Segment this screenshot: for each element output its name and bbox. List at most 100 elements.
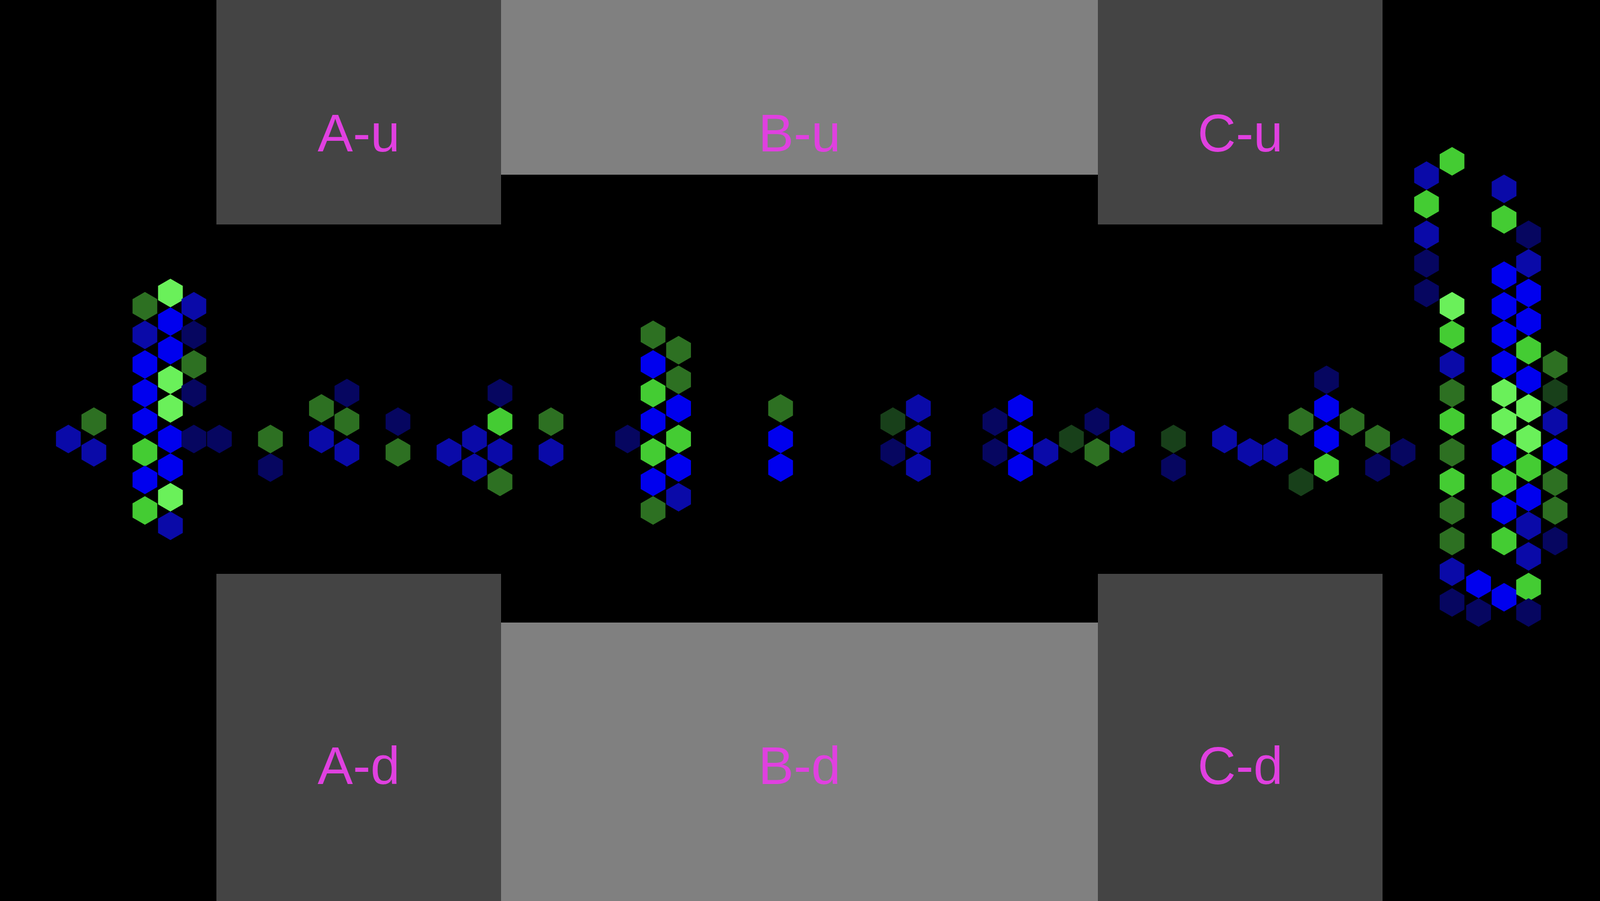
hexagon-cell (538, 407, 564, 436)
hexagon-cell (132, 378, 158, 408)
hexagon-cell (1414, 161, 1440, 190)
hexagon-cell (1288, 407, 1314, 436)
hexagon-cell (1516, 249, 1542, 278)
hexagon-cell (1466, 569, 1492, 598)
hexagon-cell (1542, 495, 1568, 525)
hexagon-cell (132, 465, 158, 494)
hexagon-cell (1439, 526, 1465, 556)
hexagon-cell (1390, 437, 1416, 467)
hexagon-cell (1439, 437, 1465, 467)
hexagon-cell (1542, 378, 1568, 408)
hexagon-cell (1007, 452, 1033, 482)
hexagon-cell (258, 424, 284, 453)
hexagon-cell (1542, 467, 1568, 496)
hexagon-cell (206, 424, 232, 453)
hexagon-cell (982, 437, 1008, 467)
hexagon-cell (880, 437, 906, 467)
hexagon-cell (334, 407, 360, 436)
hexagon-cell (1314, 424, 1340, 453)
hexagon-cell (666, 365, 692, 394)
hexagon-cell (1491, 526, 1517, 556)
hexagon-cell (1491, 205, 1517, 234)
hexagon-cell (181, 424, 207, 453)
region-label: A-u (216, 102, 502, 164)
hexagon-cell (640, 437, 666, 467)
hexagon-cell (1439, 320, 1465, 350)
hexagon-cell (132, 407, 158, 436)
hexagon-cell (1262, 437, 1288, 467)
hexagon-cell (258, 452, 284, 482)
hexagon-cell (158, 365, 184, 394)
hexagon-cell (982, 407, 1008, 436)
hexagon-cell (436, 437, 462, 467)
hexagon-cell (640, 495, 666, 525)
hexagon-cell (1439, 495, 1465, 525)
region-label: C-u (1097, 102, 1383, 164)
hexagon-cell (1439, 378, 1465, 408)
hexagon-cell (1110, 424, 1135, 453)
hexagon-cell (640, 320, 666, 350)
hexagon-cell (132, 292, 158, 321)
hexagon-cell (385, 437, 411, 467)
region-box: A-u (216, 0, 502, 225)
hexagon-cell (880, 407, 906, 436)
hexagon-cell (1516, 482, 1542, 512)
hexagon-cell (1516, 597, 1542, 627)
hexagon-cell (1288, 467, 1314, 496)
hexagon-cell (487, 378, 513, 408)
hexagon-cell (334, 378, 360, 408)
hexagon-cell (666, 424, 692, 453)
hexagon-cell (1439, 350, 1465, 379)
hexagon-cell (1414, 278, 1440, 308)
hexagon-cell (1414, 189, 1440, 219)
hexagon-cell (1516, 572, 1542, 602)
hexagon-cell (1516, 278, 1542, 308)
hexagon-cell (308, 393, 334, 423)
hexagon-cell (1516, 365, 1542, 394)
hexagon-cell (461, 424, 487, 453)
hexagon-cell (158, 278, 184, 308)
hexagon-cell (1439, 292, 1465, 321)
hexagon-cell (1542, 437, 1568, 467)
hexagon-cell (132, 437, 158, 467)
hexagon-cell (905, 452, 931, 482)
hexagon-cell (1033, 437, 1059, 467)
hexagon-cell (487, 467, 513, 496)
hexagon-cell (1491, 407, 1517, 436)
hexagon-cell (1314, 365, 1340, 394)
hexagon-cell (181, 350, 207, 379)
hexagon-cell (487, 437, 513, 467)
region-box: B-u (501, 0, 1098, 175)
hexagon-cell (1491, 320, 1517, 350)
hexagon-cell (158, 307, 184, 336)
hexagon-cell (1161, 452, 1187, 482)
hexagon-cell (1542, 526, 1568, 556)
hexagon-cell (1314, 452, 1340, 482)
hexagon-cell (1339, 407, 1365, 436)
hexagon-cell (1516, 307, 1542, 336)
hexagon-cell (158, 393, 184, 423)
hexagon-cell (1542, 407, 1568, 436)
hexagon-cell (1237, 437, 1263, 467)
hexagon-cell (1516, 541, 1542, 571)
hexagon-cell (640, 378, 666, 408)
hexagon-cell (1491, 378, 1517, 408)
hexagon-cell (1491, 174, 1517, 204)
hexagon-cell (1007, 393, 1033, 423)
hexagon-cell (158, 511, 184, 540)
hexagon-cell (158, 452, 184, 482)
hexagon-cell (132, 350, 158, 379)
hexagon-cell (1439, 407, 1465, 436)
hexagon-cell (1516, 424, 1542, 453)
hexagon-cell (1491, 292, 1517, 321)
region-label: B-u (501, 102, 1098, 164)
region-box: C-d (1097, 573, 1383, 901)
hexagon-cell (1491, 261, 1517, 290)
hexagon-cell (1491, 582, 1517, 612)
hexagon-cell (1314, 393, 1340, 423)
hexagon-cell (81, 407, 107, 436)
hexagon-cell (132, 320, 158, 350)
hexagon-cell (666, 335, 692, 365)
region-label: A-d (216, 734, 502, 796)
